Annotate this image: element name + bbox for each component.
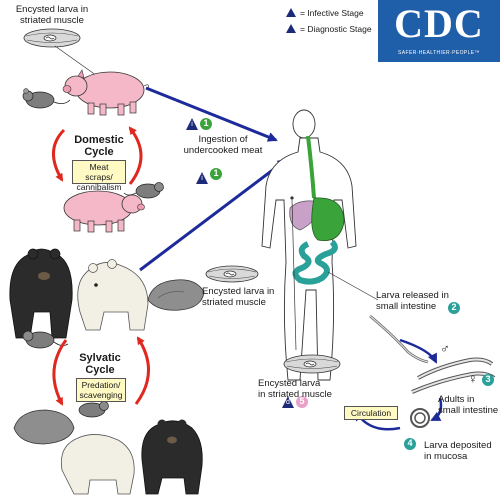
sylvatic-cycle-arrow-right [134,336,150,405]
stage-number-2: 2 [451,302,457,312]
legend-infective: = Infective Stage [286,8,364,18]
cdc-logo: CDC SAFER·HEALTHIER·PEOPLE™ [378,0,500,62]
polar-bear-bottom-image [60,434,135,495]
stage-number-5: 5 [299,396,305,406]
pointer-line [327,271,379,301]
walrus-carcass-image [147,279,205,311]
ingestion-arrow-domestic [145,86,278,142]
walrus-bottom-image [13,409,75,445]
stage-number-1-top: 1 [203,118,209,128]
label-circulation: Circulation [344,406,398,420]
larva-worm-image [369,315,429,364]
label-meat-scraps: Meat scraps/ cannibalism [72,160,126,192]
larva-coil-image [410,408,430,428]
pig-domestic-top-image [62,69,149,116]
black-bear-bottom-image [141,419,203,495]
female-symbol: ♀ [468,371,478,386]
muscle-tissue-human-image [283,354,341,374]
label-adults: Adults in small intestine [438,394,499,416]
polar-bear-image [77,259,149,331]
domestic-cycle-arrow-left [52,128,66,182]
diagnostic-triangle-icon [286,24,296,33]
label-encysted-human: Encysted larva in striated muscle [258,378,332,400]
label-sylvatic-cycle: Sylvatic Cycle [79,352,121,376]
stage-marker-1-bottom [196,168,222,184]
label-larva-deposited: Larva deposited in mucosa [424,440,492,462]
stage-number-4: 4 [407,438,413,448]
label-larva-released: Larva released in small intestine [376,290,449,312]
legend-diagnostic-label: = Diagnostic Stage [300,24,372,34]
stage-arrow-2-3 [399,338,438,364]
label-encysted-mid: Encysted larva in striated muscle [202,286,275,308]
stage-arrow-3-4 [430,397,443,422]
infective-triangle-icon [286,8,296,17]
cdc-logo-tagline: SAFER·HEALTHIER·PEOPLE™ [398,50,480,56]
muscle-tissue-mid-image [205,265,259,283]
stage-marker-5 [282,396,308,408]
stage-marker-1-top [186,118,212,130]
stage-marker-2 [448,302,460,314]
stage-marker-3 [482,374,494,386]
rat-sylvatic-bottom-image [78,401,109,418]
pig-domestic-bottom-image [63,190,145,233]
rat-domestic-top-image [22,88,71,109]
infective-letter-top: i [191,121,193,128]
infective-letter-bottom: i [201,175,203,182]
legend-infective-label: = Infective Stage [300,8,364,18]
human-figure-image [261,109,357,381]
muscle-tissue-top-image [23,28,81,48]
domestic-cycle-arrow-right [128,126,143,185]
stage-marker-4 [404,438,416,450]
label-domestic-cycle: Domestic Cycle [74,134,124,158]
male-symbol: ♂ [440,341,450,356]
stage-number-3: 3 [485,374,491,384]
ingestion-arrow-sylvatic [139,158,288,272]
pointer-line [54,45,101,79]
sylvatic-cycle-arrow-left [52,339,68,406]
rat-sylvatic-left-image [22,330,69,349]
label-encysted-top: Encysted larva in striated muscle [15,4,89,26]
pointer-line [291,199,297,351]
diagnostic-letter: d [286,399,290,406]
rat-domestic-bottom-image [123,182,164,199]
cdc-logo-letters: CDC [394,1,484,46]
label-predation: Predation/ scavenging [76,378,126,402]
stage-number-1-bottom: 1 [213,168,219,178]
adult-worms-image [411,357,496,394]
black-bear-image [9,248,73,339]
legend-diagnostic: = Diagnostic Stage [286,24,372,34]
label-ingestion: Ingestion of undercooked meat [183,134,263,156]
